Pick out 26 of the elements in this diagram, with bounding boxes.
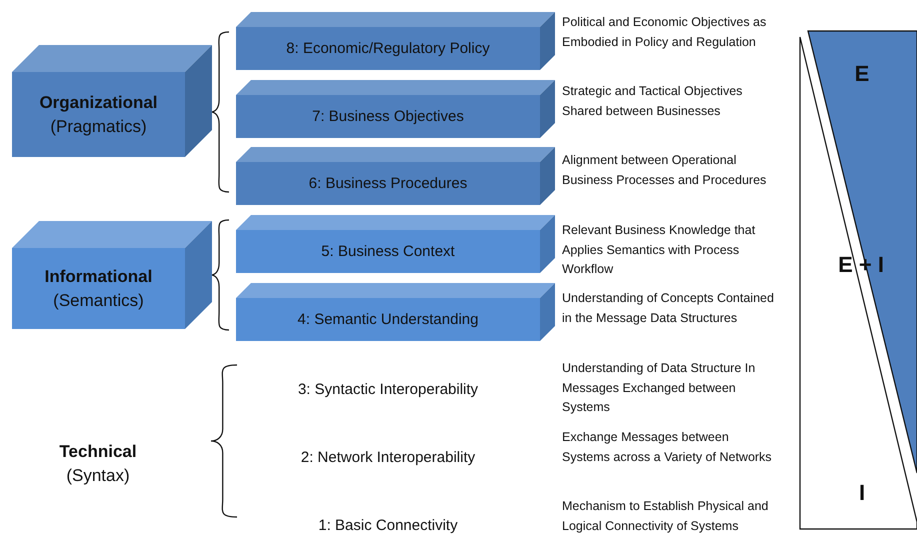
internal-share-triangle: [800, 37, 917, 529]
category-title: Informational: [44, 266, 152, 288]
category-subtitle: (Syntax): [66, 465, 130, 487]
share-label: E: [854, 61, 870, 87]
share-label: I: [858, 480, 866, 506]
layer-label: 8: Economic/Regulatory Policy: [286, 40, 490, 57]
layer-label: 5: Business Context: [321, 243, 455, 260]
category-subtitle: (Pragmatics): [50, 116, 147, 138]
layer-label: 6: Business Procedures: [308, 175, 468, 192]
external-share-triangle: [808, 31, 917, 473]
layer-label: 2: Network Interoperability: [300, 448, 476, 466]
layer-description: Mechanism to Establish Physical and Logical Connectivity of Systems: [562, 498, 770, 535]
layer-description: Relevant Business Knowledge that Applies Semantics with Process Workflow: [562, 222, 756, 278]
layer-description: Strategic and Tactical Objectives Shared between Businesses: [562, 83, 744, 120]
layer-label: 3: Syntactic Interoperability: [298, 380, 478, 398]
layer-label: 1: Basic Connectivity: [318, 516, 458, 534]
layer-description: Alignment between Operational Business Processes and Procedures: [562, 152, 768, 188]
layer-label: 7: Business Objectives: [312, 108, 464, 125]
layer-label: 4: Semantic Understanding: [298, 311, 478, 328]
layer-description: Understanding of Concepts Contained in the Message Data Structures: [562, 290, 774, 327]
category-title: Technical: [59, 441, 137, 463]
category-title: Organizational: [39, 92, 158, 114]
layer-description: Understanding of Data Structure In Messages Exchanged between Systems: [562, 360, 756, 416]
layer-description: Political and Economic Objectives as Embodied in Policy and Regulation: [562, 14, 768, 51]
category-subtitle: (Semantics): [53, 290, 144, 312]
layer-description: Exchange Messages between Systems across a Variety of Networks: [562, 429, 773, 466]
